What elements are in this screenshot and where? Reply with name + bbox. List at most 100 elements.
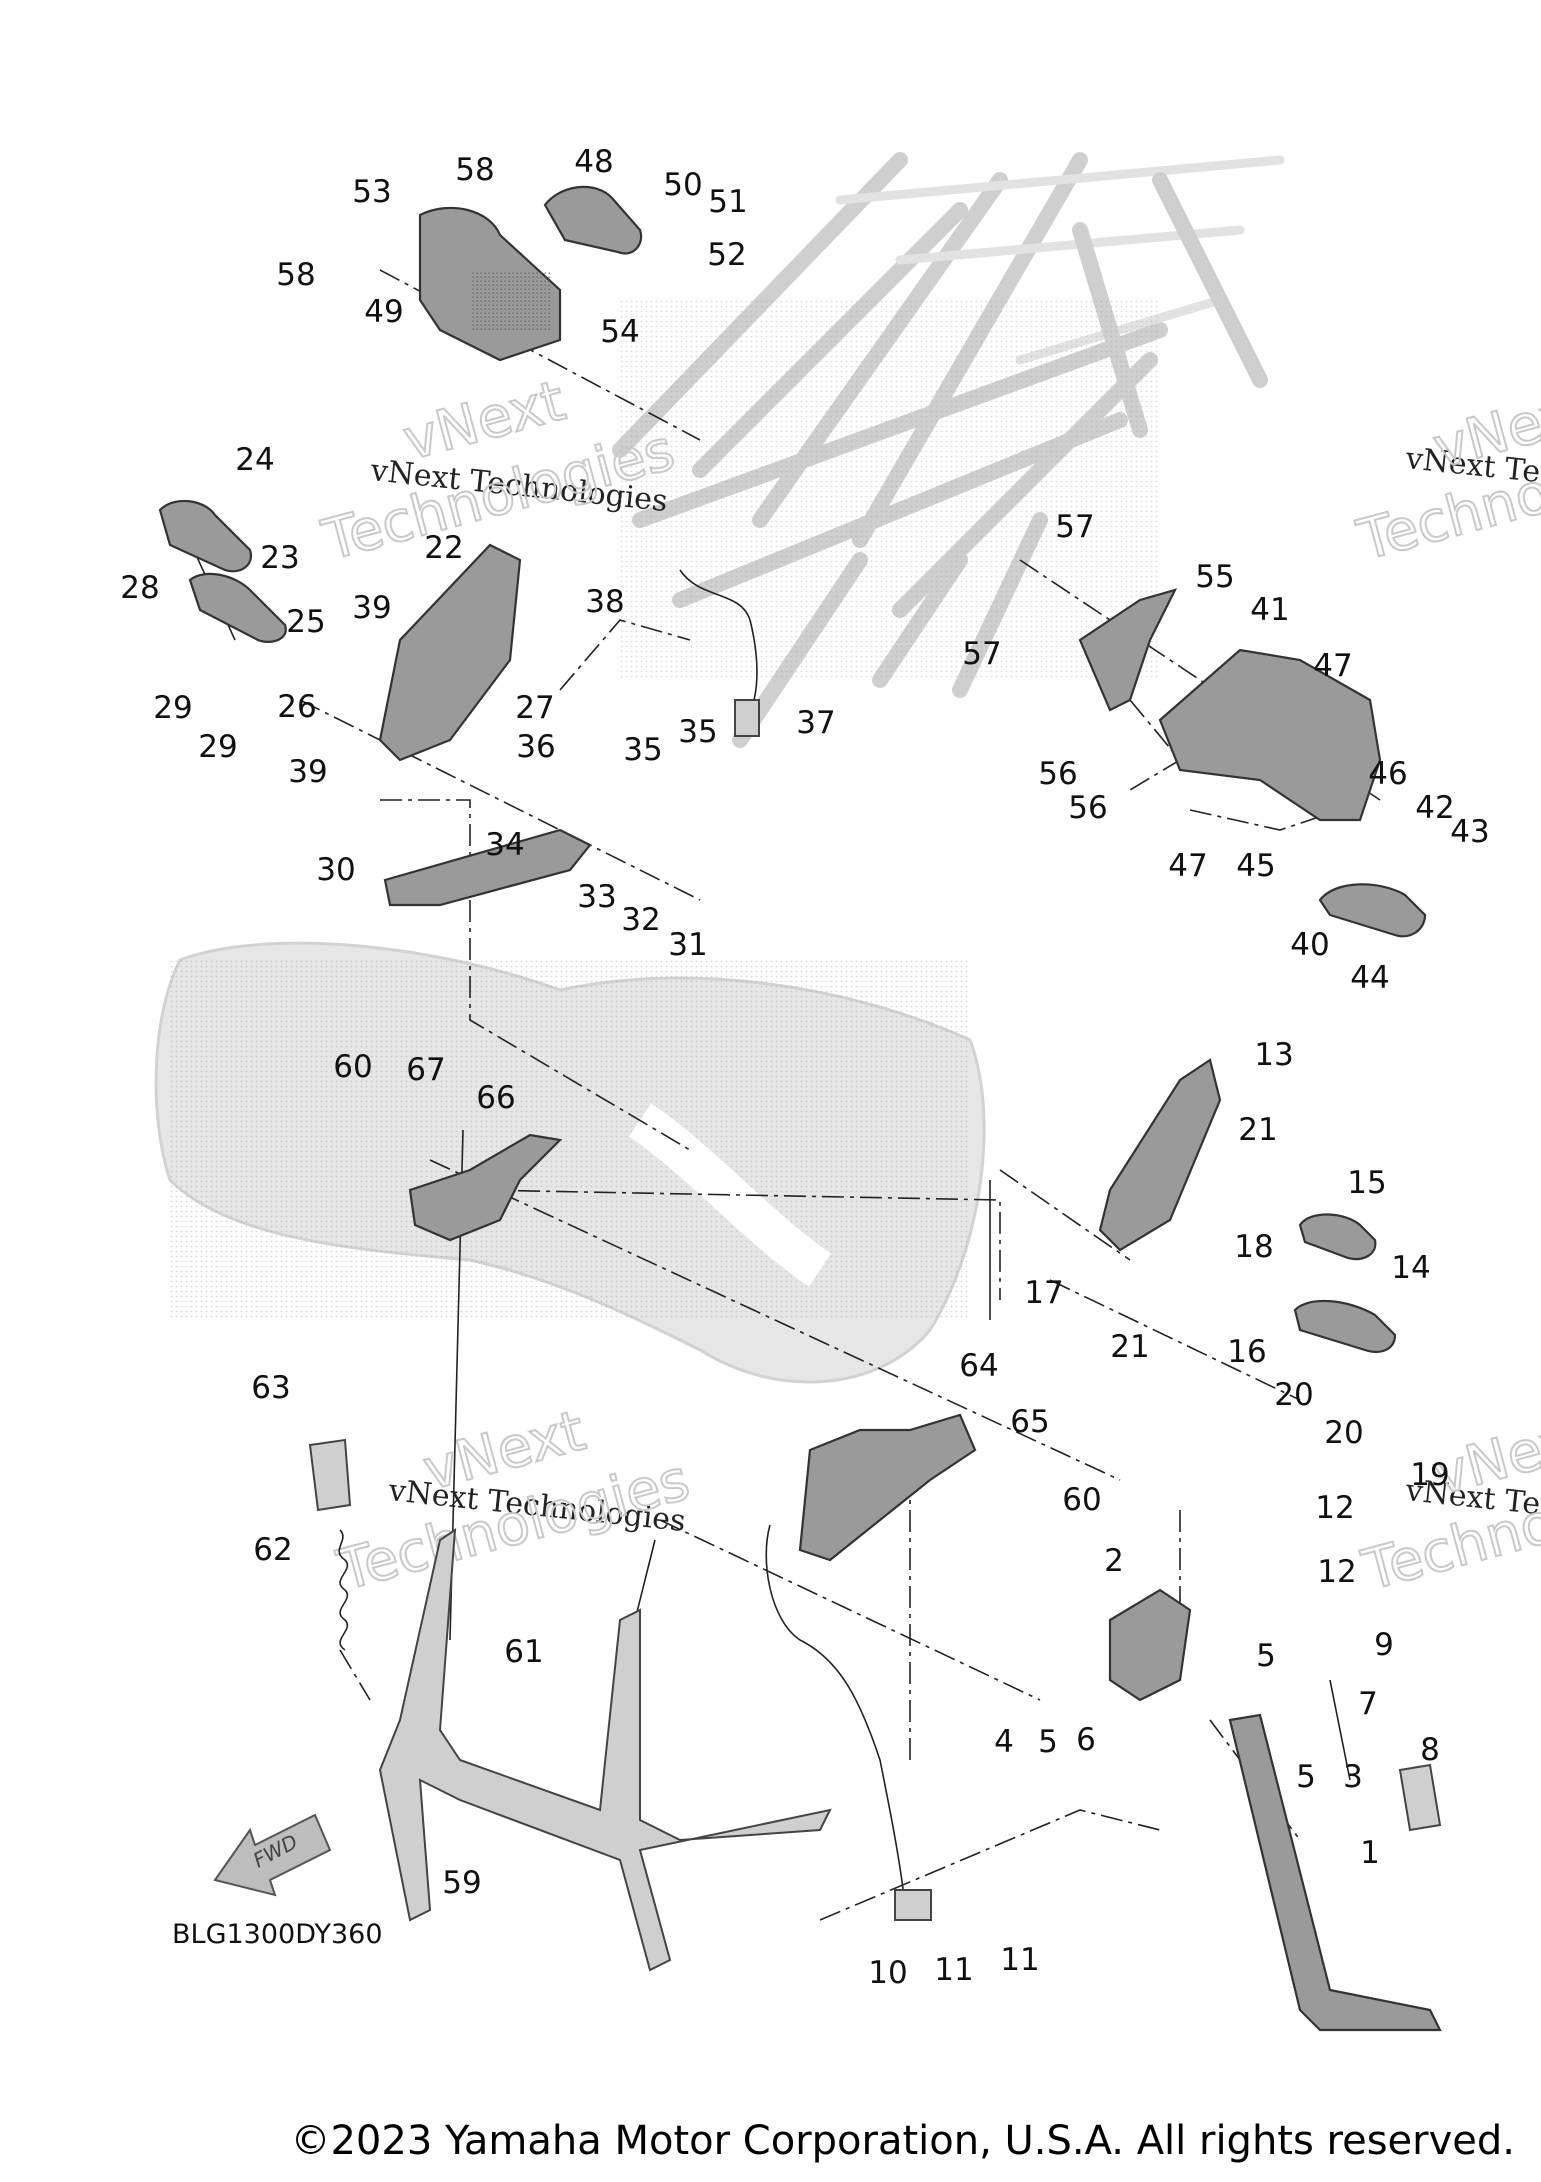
callout-56: 56 <box>1068 790 1107 826</box>
callout-65: 65 <box>1010 1404 1049 1440</box>
bracket-64 <box>798 1413 977 1562</box>
callout-35: 35 <box>678 714 717 750</box>
callout-8: 8 <box>1420 1732 1440 1768</box>
callout-20: 20 <box>1274 1377 1313 1413</box>
callout-11: 11 <box>934 1952 973 1988</box>
callout-49: 49 <box>364 294 403 330</box>
callout-1: 1 <box>1360 1835 1380 1871</box>
callout-5: 5 <box>1296 1759 1316 1795</box>
brake-switch-37 <box>734 699 760 737</box>
footpeg-14 <box>1293 1299 1397 1353</box>
callout-63: 63 <box>251 1370 290 1406</box>
callout-62: 62 <box>253 1532 292 1568</box>
callout-6: 6 <box>1076 1722 1096 1758</box>
callout-46: 46 <box>1368 756 1407 792</box>
side-stand-1 <box>1228 1713 1442 2032</box>
callout-27: 27 <box>515 690 554 726</box>
callout-33: 33 <box>577 879 616 915</box>
callout-14: 14 <box>1391 1250 1430 1286</box>
callout-59: 59 <box>442 1865 481 1901</box>
callout-40: 40 <box>1290 927 1329 963</box>
sleeve-8 <box>1398 1763 1442 1832</box>
fwd-arrow: FWD <box>213 1813 332 1897</box>
callout-24: 24 <box>235 442 274 478</box>
callout-57: 57 <box>1055 509 1094 545</box>
sleeve-63 <box>308 1438 352 1512</box>
footrest-bracket-22 <box>378 543 522 762</box>
engine-background <box>154 941 986 1384</box>
callout-50: 50 <box>663 167 702 203</box>
callout-42: 42 <box>1415 790 1454 826</box>
callout-30: 30 <box>316 852 355 888</box>
callout-43: 43 <box>1450 814 1489 850</box>
footpeg-rubber-15 <box>1298 1213 1377 1261</box>
footrest-40 <box>1318 883 1427 938</box>
callout-32: 32 <box>621 902 660 938</box>
callout-19: 19 <box>1410 1457 1449 1493</box>
callout-66: 66 <box>476 1080 515 1116</box>
callout-25: 25 <box>286 604 325 640</box>
callout-13: 13 <box>1254 1037 1293 1073</box>
side-stand-switch-10 <box>894 1889 932 1921</box>
callout-22: 22 <box>424 530 463 566</box>
callout-47: 47 <box>1313 648 1352 684</box>
callout-31: 31 <box>668 927 707 963</box>
callout-51: 51 <box>708 184 747 220</box>
callout-21: 21 <box>1238 1112 1277 1148</box>
callout-3: 3 <box>1343 1759 1363 1795</box>
callout-58: 58 <box>276 257 315 293</box>
callout-60: 60 <box>333 1049 372 1085</box>
callout-35: 35 <box>623 732 662 768</box>
callout-37: 37 <box>796 705 835 741</box>
callout-34: 34 <box>485 827 524 863</box>
callout-39: 39 <box>352 590 391 626</box>
callout-18: 18 <box>1234 1229 1273 1265</box>
callout-58: 58 <box>455 152 494 188</box>
callout-45: 45 <box>1236 848 1275 884</box>
bracket-66 <box>408 1133 563 1242</box>
callout-55: 55 <box>1195 559 1234 595</box>
callout-5: 5 <box>1038 1724 1058 1760</box>
footrest-bracket-13 <box>1098 1058 1222 1252</box>
callout-17: 17 <box>1024 1275 1063 1311</box>
callout-15: 15 <box>1347 1165 1386 1201</box>
callout-2: 2 <box>1104 1543 1124 1579</box>
callout-10: 10 <box>868 1955 907 1991</box>
copyright-notice: ©2023 Yamaha Motor Corporation, U.S.A. A… <box>290 2118 1515 2164</box>
footrest-bracket-41 <box>1158 648 1382 822</box>
callout-47: 47 <box>1168 848 1207 884</box>
footpeg-23 <box>188 572 287 643</box>
callout-60: 60 <box>1062 1482 1101 1518</box>
footrest-48 <box>543 185 643 255</box>
callout-9: 9 <box>1374 1627 1394 1663</box>
callout-23: 23 <box>260 540 299 576</box>
callout-52: 52 <box>707 237 746 273</box>
spring-7 <box>1329 1679 1351 1781</box>
callout-26: 26 <box>277 689 316 725</box>
callout-44: 44 <box>1350 960 1389 996</box>
callout-11: 11 <box>1000 1942 1039 1978</box>
side-stand-bracket-2 <box>1108 1588 1192 1702</box>
frame-background <box>612 152 1285 748</box>
callout-29: 29 <box>198 729 237 765</box>
callout-12: 12 <box>1315 1490 1354 1526</box>
callout-20: 20 <box>1324 1415 1363 1451</box>
callout-4: 4 <box>994 1724 1014 1760</box>
callout-53: 53 <box>352 174 391 210</box>
callout-7: 7 <box>1358 1686 1378 1722</box>
parts <box>158 185 1442 2032</box>
callout-21: 21 <box>1110 1329 1149 1365</box>
main-stand-59 <box>378 1528 832 1972</box>
callout-36: 36 <box>516 729 555 765</box>
diagram-code: BLG1300DY360 <box>172 1919 383 1950</box>
spring-62 <box>338 1529 349 1651</box>
callout-5: 5 <box>1256 1638 1276 1674</box>
callout-28: 28 <box>120 570 159 606</box>
callout-41: 41 <box>1250 592 1289 628</box>
callout-29: 29 <box>153 690 192 726</box>
callout-48: 48 <box>574 144 613 180</box>
footpeg-rubber-24 <box>158 499 253 573</box>
callout-56: 56 <box>1038 756 1077 792</box>
